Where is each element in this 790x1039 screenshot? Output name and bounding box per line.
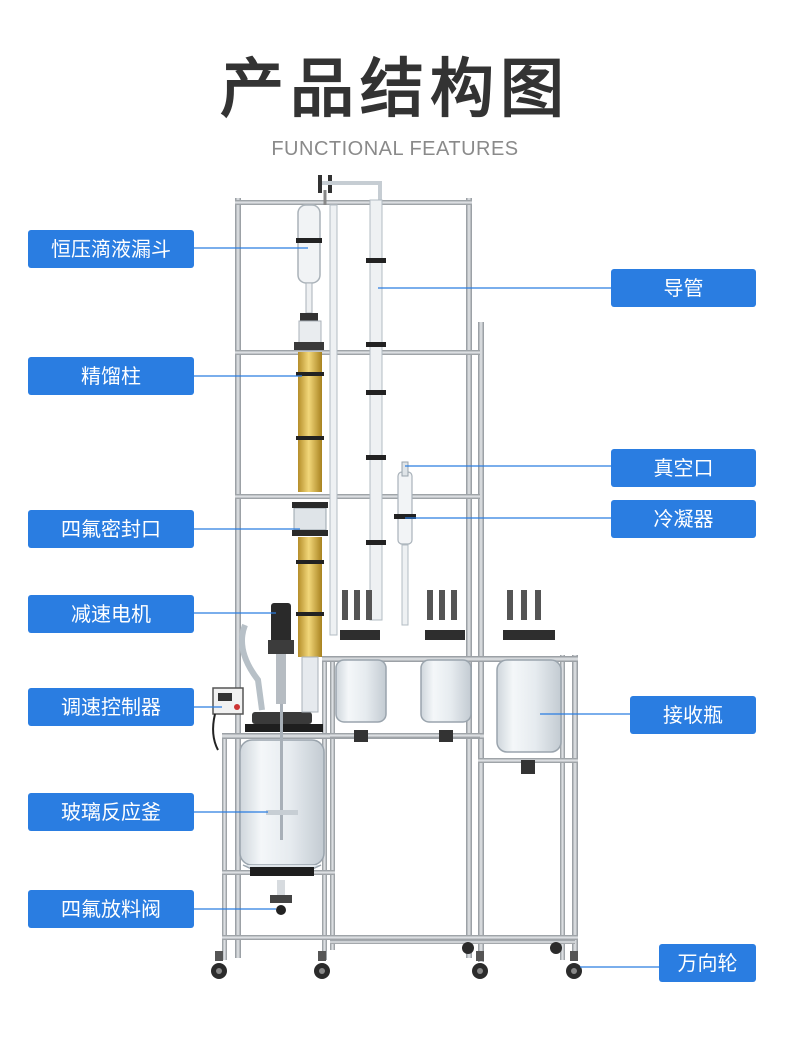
reducer-motor	[268, 603, 294, 704]
label-dropping-funnel: 恒压滴液漏斗	[28, 230, 194, 268]
rectifying-column-assembly	[239, 175, 332, 713]
page-title: 产品结构图	[220, 53, 570, 127]
label-reducer-motor: 减速电机	[28, 595, 194, 633]
caster-wheels	[211, 942, 582, 979]
support-frame	[222, 198, 578, 962]
label-glass-reactor: 玻璃反应釜	[28, 793, 194, 831]
label-guide-tube: 导管	[611, 269, 756, 307]
page-subtitle: FUNCTIONAL FEATURES	[271, 138, 519, 160]
label-ptfe-seal: 四氟密封口	[28, 510, 194, 548]
guide-tube-and-condenser	[322, 181, 416, 636]
label-speed-controller: 调速控制器	[28, 688, 194, 726]
leader-lines	[194, 247, 660, 968]
speed-controller	[212, 687, 244, 751]
label-vacuum-port: 真空口	[611, 449, 756, 487]
receiving-flasks	[335, 590, 562, 774]
label-receiving-flask: 接收瓶	[630, 696, 756, 734]
label-rectifying-column: 精馏柱	[28, 357, 194, 395]
label-ptfe-valve: 四氟放料阀	[28, 890, 194, 928]
glass-reactor-vessel	[239, 700, 325, 915]
label-condenser: 冷凝器	[611, 500, 756, 538]
label-casters: 万向轮	[659, 944, 756, 982]
